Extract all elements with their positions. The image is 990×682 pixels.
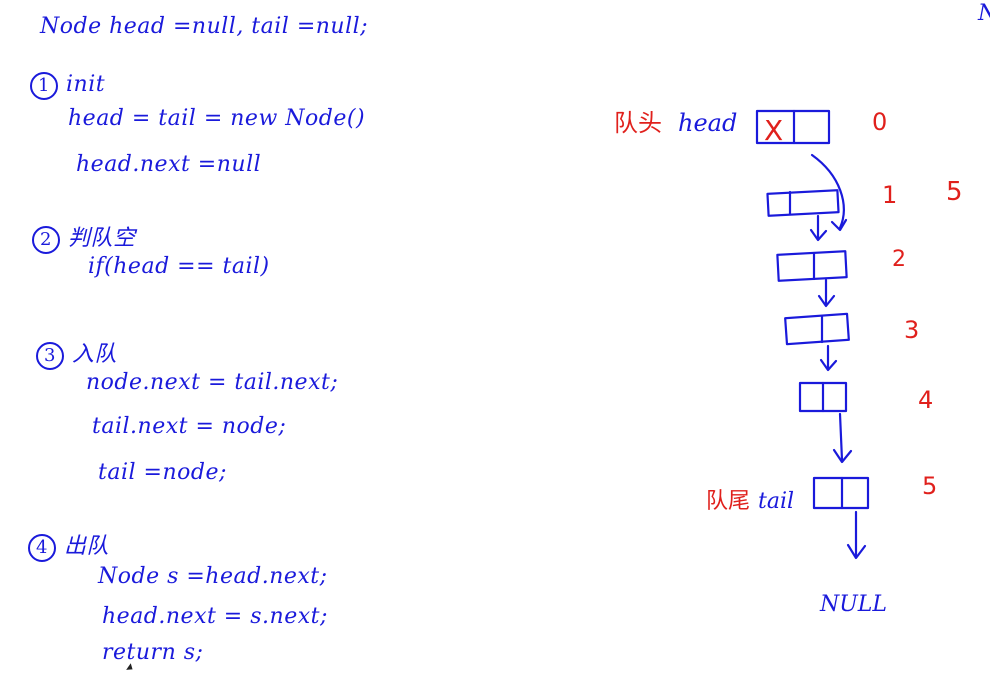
section-2-title: 2 判队空 xyxy=(32,220,136,254)
index-label: 0 xyxy=(872,108,887,136)
section-4-title: 4 出队 xyxy=(28,528,109,562)
corner-text: N xyxy=(977,1,990,26)
count-label: 5 xyxy=(946,177,963,207)
section-4-number: 4 xyxy=(28,534,56,562)
code-line: head = tail = new Node() xyxy=(68,106,366,131)
arrow-head xyxy=(817,294,836,308)
head-mark: X xyxy=(764,114,783,147)
tail-label: tail xyxy=(758,489,794,514)
section-1-title: 1 init xyxy=(30,72,105,100)
section-1-label: init xyxy=(66,72,106,97)
section-1-number: 1 xyxy=(30,72,58,100)
section-3-number: 3 xyxy=(36,342,64,370)
code-line: if(head == tail) xyxy=(88,254,270,279)
index-label: 1 xyxy=(882,181,897,209)
section-3-label: 入队 xyxy=(72,342,118,367)
index-label: 2 xyxy=(892,247,906,272)
arrow-head xyxy=(819,358,838,372)
code-line: tail.next = node; xyxy=(92,414,287,439)
node-2-box xyxy=(776,250,848,282)
head-label-cn: 队头 xyxy=(614,109,662,137)
arrow-head xyxy=(830,218,848,232)
code-line: Node s =head.next; xyxy=(98,564,328,589)
arrow-head xyxy=(846,543,867,560)
index-label: 4 xyxy=(918,386,933,414)
node-3-box xyxy=(784,312,850,346)
code-line: head.next =null xyxy=(76,152,262,177)
head-label: head xyxy=(678,109,737,137)
arrow-head xyxy=(832,448,853,464)
index-label: 5 xyxy=(922,472,937,500)
arrow-0-to-1 xyxy=(810,153,845,230)
declaration-line: Node head =null, tail =null; xyxy=(40,14,369,39)
section-2-number: 2 xyxy=(32,226,60,254)
section-4-label: 出队 xyxy=(64,534,110,559)
code-line: tail =node; xyxy=(98,460,227,485)
arrow-head xyxy=(809,228,828,242)
arrow-4-to-5 xyxy=(838,412,844,462)
section-2-label: 判队空 xyxy=(68,226,136,251)
code-line: node.next = tail.next; xyxy=(86,370,339,395)
section-3-title: 3 入队 xyxy=(36,336,117,370)
null-label: NULL xyxy=(819,592,887,617)
code-line: return s; xyxy=(102,640,204,665)
index-label: 3 xyxy=(904,316,919,344)
tail-label-cn: 队尾 xyxy=(706,489,750,514)
node-1-box xyxy=(766,189,840,217)
code-line: head.next = s.next; xyxy=(102,604,328,629)
